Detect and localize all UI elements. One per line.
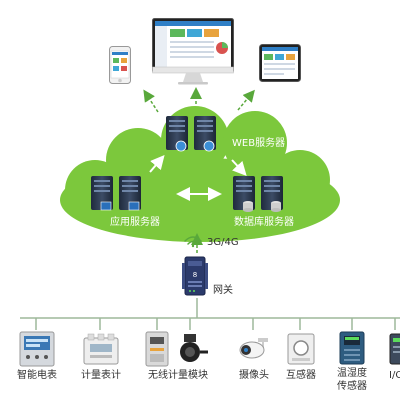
web-server-label: WEB服务器	[232, 138, 286, 149]
wifi-signal-icon	[184, 236, 202, 248]
device-metering-meter	[82, 332, 120, 368]
arrow-to-tablet	[237, 89, 255, 111]
device-label: 温湿度	[337, 368, 367, 379]
device-transformer	[286, 332, 316, 366]
database-server-icon	[233, 176, 283, 212]
device-label-line2: 传感器	[337, 381, 367, 392]
wireless-meter-module-icon	[145, 331, 208, 367]
svg-text:8: 8	[193, 271, 197, 279]
device-label: 摄像头	[239, 370, 269, 381]
smart-meter-icon	[19, 331, 55, 367]
metering-meter-icon	[83, 333, 119, 365]
gateway-icon: 8	[182, 256, 208, 296]
device-wireless-meter-module	[144, 330, 210, 368]
device-io-module	[388, 332, 400, 366]
smartphone-icon	[109, 46, 131, 84]
database-server-label: 数据库服务器	[234, 217, 294, 228]
device-camera	[238, 334, 270, 366]
io-module-icon	[389, 333, 400, 365]
application-server-label: 应用服务器	[110, 217, 160, 228]
device-label: I/O	[389, 370, 400, 381]
device-label: 智能电表	[17, 370, 57, 381]
arrow-app-to-web	[149, 154, 165, 173]
transformer-icon	[287, 333, 315, 365]
camera-icon	[239, 338, 268, 359]
device-label: 计量表计	[81, 370, 121, 381]
device-smart-meter	[16, 330, 58, 368]
temp-humidity-sensor-icon	[339, 331, 365, 365]
web-server-icon	[166, 116, 216, 152]
tablet-icon	[259, 44, 301, 82]
device-label: 互感器	[286, 370, 316, 381]
arrow-web-to-db	[231, 159, 247, 176]
application-server-icon	[91, 176, 141, 211]
gateway-label: 网关	[213, 285, 233, 296]
desktop-monitor-icon	[152, 18, 234, 85]
signal-label: 3G/4G	[207, 237, 239, 248]
device-label: 无线计量模块	[148, 370, 208, 381]
arrow-to-phone	[143, 89, 159, 113]
device-temp-humidity-sensor	[337, 330, 367, 366]
